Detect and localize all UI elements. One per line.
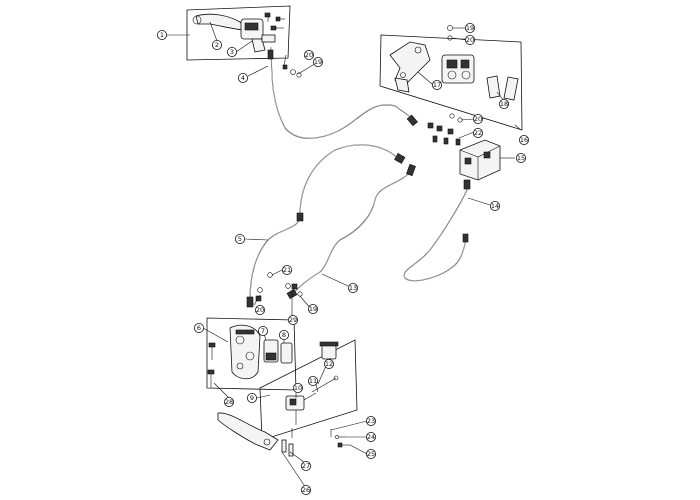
- rear-brake-pedal: [217, 412, 279, 451]
- callout-15: 15: [516, 152, 527, 163]
- washer-pair-upper-right: [447, 25, 453, 41]
- svg-text:25: 25: [367, 450, 375, 458]
- callout-5: 5: [234, 233, 245, 244]
- callout-21: 21: [281, 264, 292, 275]
- svg-text:3: 3: [230, 48, 234, 56]
- callout-19-top-right: 19: [464, 22, 475, 33]
- caliper-bolt-pair: [207, 342, 216, 388]
- callout-25: 25: [365, 448, 376, 459]
- callout-16: 16: [519, 134, 530, 145]
- callout-14: 14: [489, 200, 500, 211]
- rear-reservoir-12: [317, 341, 339, 385]
- callout-9: 9: [246, 392, 257, 403]
- svg-text:20: 20: [474, 115, 482, 123]
- front-brake-caliper-6: [229, 324, 261, 380]
- callout-20-mid: 20: [254, 304, 265, 315]
- callout-12: 12: [323, 358, 334, 369]
- svg-text:9: 9: [250, 394, 254, 402]
- svg-text:14: 14: [491, 202, 499, 210]
- callout-1: 1: [156, 29, 167, 40]
- brake-pads-8: [263, 339, 293, 364]
- svg-text:11: 11: [309, 377, 317, 385]
- svg-text:1: 1: [160, 31, 164, 39]
- callout-18: 18: [498, 99, 509, 110]
- pedal-pivot-bolts: [281, 428, 294, 457]
- svg-text:18: 18: [500, 100, 508, 108]
- svg-text:24: 24: [367, 433, 375, 441]
- callout-22: 22: [472, 127, 483, 138]
- fitting-set-22: [427, 113, 463, 146]
- svg-text:16: 16: [520, 136, 528, 144]
- callout-19-mid: 19: [307, 303, 318, 314]
- brake-hose-14: [403, 179, 471, 282]
- hardware-23-25: [330, 429, 350, 448]
- svg-text:26: 26: [302, 486, 310, 494]
- callout-20-upper: 20: [303, 50, 314, 61]
- svg-text:22: 22: [474, 129, 482, 137]
- svg-text:17: 17: [433, 81, 441, 89]
- banjo-bolt-washers-upper: [282, 64, 302, 78]
- svg-text:13: 13: [349, 284, 357, 292]
- svg-text:8: 8: [282, 331, 286, 339]
- abs-hydraulic-unit-15: [459, 139, 501, 181]
- svg-text:23: 23: [367, 417, 375, 425]
- abs-mount-bracket-17: [389, 41, 431, 93]
- callout-10: 10: [292, 382, 303, 393]
- svg-text:27: 27: [302, 462, 310, 470]
- callout-27: 27: [300, 460, 311, 471]
- pushrod-11: [311, 375, 339, 393]
- svg-text:19: 19: [309, 305, 317, 313]
- svg-text:4: 4: [241, 74, 245, 82]
- callout-6: 6: [193, 322, 204, 333]
- callout-17: 17: [431, 80, 442, 91]
- front-master-cylinder-frame: [186, 5, 291, 61]
- callout-8: 8: [278, 329, 289, 340]
- svg-text:19: 19: [314, 58, 322, 66]
- callout-23: 23: [365, 415, 376, 426]
- svg-text:28: 28: [225, 398, 233, 406]
- svg-text:29: 29: [289, 316, 297, 324]
- svg-text:12: 12: [325, 360, 333, 368]
- svg-text:19: 19: [466, 24, 474, 32]
- brake-hose-4: [267, 46, 418, 139]
- callout-24: 24: [365, 431, 376, 442]
- front-master-cylinder: [192, 12, 285, 53]
- callout-28: 28: [223, 396, 234, 407]
- svg-text:15: 15: [517, 154, 525, 162]
- rear-master-cylinder-10: [285, 392, 317, 425]
- washers-mid-left: [255, 272, 273, 302]
- svg-text:21: 21: [283, 266, 291, 274]
- brake-hose-13: [286, 163, 416, 300]
- svg-text:6: 6: [197, 324, 201, 332]
- callout-20-right: 20: [472, 114, 483, 125]
- svg-text:5: 5: [238, 235, 242, 243]
- callout-26: 26: [300, 484, 311, 495]
- callout-7: 7: [257, 325, 268, 336]
- svg-text:2: 2: [215, 41, 219, 49]
- callout-2: 2: [211, 40, 222, 51]
- callout-11: 11: [307, 375, 318, 386]
- svg-text:20: 20: [256, 306, 264, 314]
- abs-pump-body: [441, 54, 475, 84]
- callout-19-upper: 19: [312, 57, 323, 68]
- callout-20-top-right: 20: [464, 35, 475, 46]
- pad-pair-18: [486, 75, 519, 101]
- svg-text:20: 20: [305, 51, 313, 59]
- brake-hose-5: [246, 144, 406, 308]
- washers-mid-center: [285, 283, 303, 297]
- svg-text:20: 20: [466, 36, 474, 44]
- callout-3: 3: [226, 47, 237, 58]
- callout-4: 4: [237, 73, 248, 84]
- svg-text:7: 7: [261, 327, 265, 335]
- callout-13: 13: [347, 282, 358, 293]
- callout-29: 29: [287, 314, 298, 325]
- svg-text:10: 10: [294, 384, 302, 392]
